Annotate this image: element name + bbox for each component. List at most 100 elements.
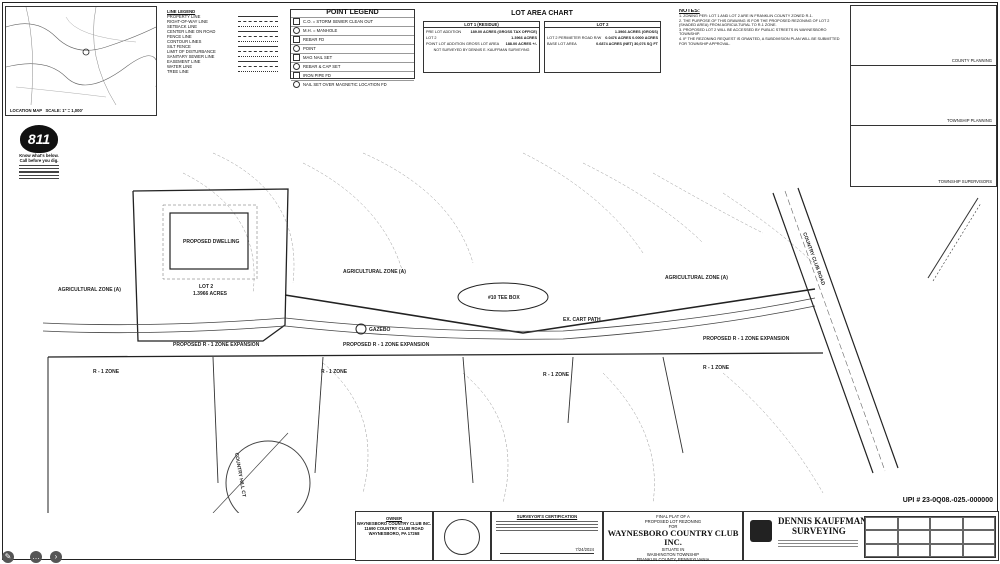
township-supervisors-label: TOWNSHIP SUPERVISORS <box>938 179 992 184</box>
location-map-drawing <box>5 6 159 106</box>
line-legend-item: CENTER LINE ON ROAD <box>167 29 287 34</box>
line-legend-label: CENTER LINE ON ROAD <box>167 29 216 34</box>
surveyor-name1: DENNIS KAUFFMAN <box>778 516 867 526</box>
line-legend-label: SILT FENCE <box>167 44 191 49</box>
point-symbol-icon <box>293 18 300 25</box>
location-map: LOCATION MAP SCALE: 1" = 1,000' <box>5 6 159 116</box>
plat-title-township: WASHINGTON TOWNSHIP <box>646 552 700 557</box>
lot2-rows: 1.3966 ACRES (GROSS)LOT 2 PERIMETER ROAD… <box>545 28 660 48</box>
line-legend-item: SILT FENCE <box>167 44 287 49</box>
line-legend-label: WATER LINE <box>167 64 193 69</box>
label-r1-3: R - 1 ZONE <box>543 372 570 378</box>
line-legend-label: EASEMENT LINE <box>167 59 201 64</box>
point-symbol-icon <box>293 54 300 61</box>
approval-block: COUNTY PLANNING TOWNSHIP PLANNING TOWNSH… <box>850 5 997 187</box>
property-line <box>284 288 816 334</box>
certification-heading: SURVEYOR'S CERTIFICATION <box>516 514 578 519</box>
certification-block: SURVEYOR'S CERTIFICATION 7/24/2024 <box>491 511 603 561</box>
label-rd-2: COUNTRY HILL CT <box>233 452 247 497</box>
township-planning-label: TOWNSHIP PLANNING <box>947 118 992 123</box>
label-proposed-2: PROPOSED R - 1 ZONE EXPANSION <box>343 342 430 348</box>
label-dwelling: PROPOSED DWELLING <box>183 239 240 245</box>
point-legend-item: C.O. = STORM SEWER CLEAN OUT <box>291 16 414 26</box>
label-lot2: LOT 2 <box>199 284 213 290</box>
owner-name: WAYNESBORO COUNTRY CLUB INC. <box>356 521 432 526</box>
north-arrow-icon <box>927 197 982 282</box>
lot-row-label: LOT 2 PERIMETER ROAD R/W <box>547 36 602 40</box>
line-legend-swatch <box>238 41 278 42</box>
label-r1-2: R - 1 ZONE <box>321 369 348 375</box>
point-symbol-icon <box>293 36 300 43</box>
line-legend-item: CONTOUR LINES <box>167 39 287 44</box>
forward-icon[interactable]: › <box>50 551 62 563</box>
label-ag-zone-2: AGRICULTURAL ZONE (A) <box>343 269 406 275</box>
label-proposed-3: PROPOSED R - 1 ZONE EXPANSION <box>703 336 790 342</box>
lot-row-value: 1.3966 ACRES (GROSS) <box>614 30 658 34</box>
badge-811-shield-icon: 811 <box>20 125 58 153</box>
line-legend-item: EASEMENT LINE <box>167 59 287 64</box>
plat-title-main: WAYNESBORO COUNTRY CLUB INC. <box>607 528 739 547</box>
cart-path <box>42 297 816 332</box>
drawing-info-grid <box>864 516 996 558</box>
surveyor-logo-icon <box>750 520 772 542</box>
point-symbol-icon <box>293 81 300 88</box>
point-legend-items: C.O. = STORM SEWER CLEAN OUT M.H. = MANHO… <box>291 16 414 89</box>
line-legend-swatch <box>238 46 278 47</box>
lot2-title: LOT 2 <box>545 22 660 28</box>
lot-area-chart: LOT AREA CHART LOT 1 (RESIDUE) PRE LOT A… <box>421 10 663 73</box>
owner-block: OWNER WAYNESBORO COUNTRY CLUB INC. 11690… <box>355 511 433 561</box>
label-road: COUNTRY CLUB ROAD <box>801 232 826 287</box>
point-legend-label: IRON PIPE FD <box>303 73 331 78</box>
lot2-boundary <box>132 188 289 342</box>
plat-title-county: FRANKLIN COUNTY, PENNSYLVANIA <box>636 557 710 562</box>
point-legend-item: REBAR FD <box>291 34 414 44</box>
line-legend-item: SANITARY SEWER LINE <box>167 54 287 59</box>
line-legend-swatch <box>238 71 278 72</box>
line-legend-item: TREE LINE <box>167 69 287 74</box>
location-map-label: LOCATION MAP <box>10 108 42 113</box>
lot2-table: LOT 2 1.3966 ACRES (GROSS)LOT 2 PERIMETE… <box>544 21 661 73</box>
more-icon[interactable]: … <box>30 551 42 563</box>
line-legend-swatch <box>238 51 278 52</box>
point-legend-item: REBAR & CAP SET <box>291 61 414 71</box>
line-legend-label: LIMIT OF DISTURBANCE <box>167 49 216 54</box>
badge-811-line2: Call before you dig. <box>19 158 59 163</box>
note-item: 2. THE PURPOSE OF THIS DRAWING IS FOR TH… <box>679 18 830 28</box>
line-legend-swatch <box>238 61 278 62</box>
point-symbol-icon <box>293 45 300 52</box>
label-ag-zone-3: AGRICULTURAL ZONE (A) <box>665 275 728 281</box>
point-legend: POINT LEGEND C.O. = STORM SEWER CLEAN OU… <box>290 9 415 88</box>
point-legend-item: IRON PIPE FD <box>291 70 414 80</box>
line-legend-swatch <box>238 26 278 27</box>
edit-icon[interactable]: ✎ <box>2 551 14 563</box>
lot1-title: LOT 1 (RESIDUE) <box>424 22 539 28</box>
point-legend-item: NAIL SET OVER MAGNETIC LOCATION FD <box>291 79 414 89</box>
line-legend-item: WATER LINE <box>167 64 287 69</box>
notes-items: 1. ZONING PER: LOT 1 AND LOT 2 ARE IN FR… <box>679 14 844 46</box>
tee-box <box>457 282 549 312</box>
label-cart-path: EX. CART PATH <box>563 317 601 323</box>
line-legend-label: SETBACK LINE <box>167 24 198 29</box>
point-symbol-icon <box>293 72 300 79</box>
point-legend-label: C.O. = STORM SEWER CLEAN OUT <box>303 19 374 24</box>
line-legend-swatch <box>238 31 278 32</box>
lot-row-label: BASE LOT AREA <box>547 42 577 46</box>
gazebo <box>355 323 367 335</box>
upi-number: UPI # 23-0Q08.-025.-000000 <box>902 497 993 504</box>
line-legend-label: TREE LINE <box>167 69 189 74</box>
cul-de-sac <box>225 440 311 513</box>
point-legend-title: POINT LEGEND <box>326 9 379 16</box>
surveyor-seal-icon <box>444 519 480 555</box>
county-planning-label: COUNTY PLANNING <box>951 58 992 63</box>
point-legend-label: REBAR & CAP SET <box>303 64 341 69</box>
point-legend-label: REBAR FD <box>303 37 325 42</box>
point-legend-label: M.H. = MANHOLE <box>303 28 338 33</box>
owner-heading: OWNER <box>385 516 403 521</box>
line-legend-label: SANITARY SEWER LINE <box>167 54 215 59</box>
